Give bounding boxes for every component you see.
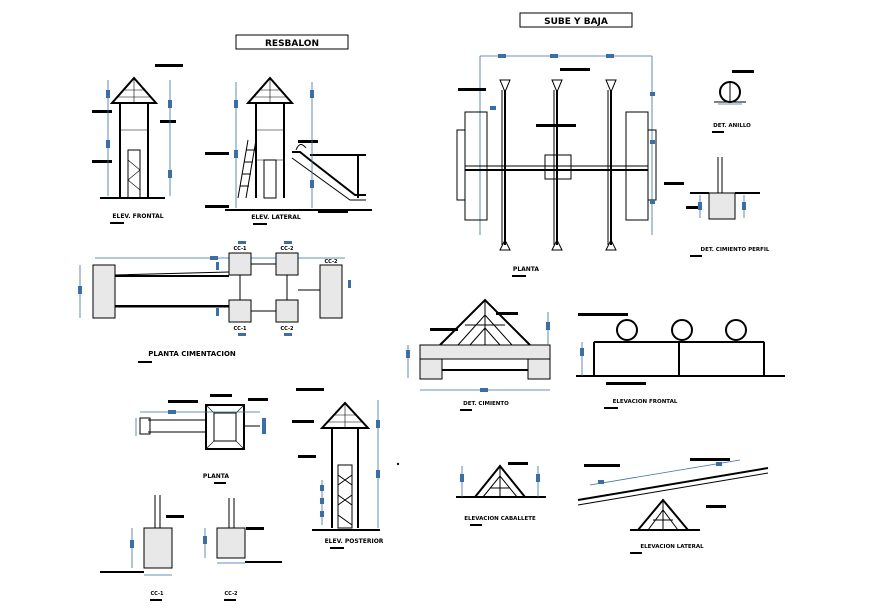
label-elev-posterior: ELEV. POSTERIOR [325, 538, 384, 545]
label-planta-seesaw: PLANTA [513, 266, 540, 273]
label-planta-cimentacion: PLANTA CIMENTACION [148, 350, 236, 358]
footing-cc1: CC-1 [100, 495, 184, 601]
det-cimiento: DET. CIMIENTO [406, 298, 551, 411]
det-anillo: DET. ANILLO [712, 70, 754, 133]
label-elev-frontal: ELEV. FRONTAL [112, 213, 163, 220]
slide-elev-posterior: ELEV. POSTERIOR [292, 388, 384, 549]
foot-cc1-top: CC-1 [233, 246, 247, 252]
stray-dot [396, 462, 400, 466]
seesaw-elevacion-lateral: ELEVACION LATERAL [577, 458, 769, 554]
slide-elev-frontal: ELEV. FRONTAL [92, 64, 183, 224]
foot-cc1-bottom: CC-1 [233, 326, 247, 332]
label-cc1-detail: CC-1 [150, 591, 164, 597]
title-sube-y-baja-text: SUBE Y BAJA [544, 17, 608, 27]
label-planta-small: PLANTA [203, 473, 230, 480]
label-elevacion-caballete: ELEVACION CABALLETE [464, 516, 536, 522]
label-elevacion-frontal: ELEVACION FRONTAL [613, 399, 678, 405]
title-sube-y-baja: SUBE Y BAJA [519, 12, 633, 28]
planta-cimentacion: CC-1 CC-2 CC-1 CC-2 CC-2 PLANTA CIMENTAC… [78, 241, 351, 363]
slide-elev-lateral: ELEV. LATERAL [205, 76, 372, 225]
label-cc2-detail: CC-2 [224, 591, 238, 597]
label-det-cimiento-perfil: DET. CIMIENTO PERFIL [701, 247, 770, 253]
label-elevacion-lateral: ELEVACION LATERAL [640, 544, 704, 550]
label-elev-lateral: ELEV. LATERAL [251, 214, 301, 221]
det-cimiento-perfil: DET. CIMIENTO PERFIL [686, 157, 770, 257]
footing-cc2: CC-2 [203, 498, 282, 601]
foot-cc2-right: CC-2 [324, 259, 338, 265]
seesaw-elevacion-caballete: ELEVACION CABALLETE [456, 462, 546, 526]
title-resbalon: RESBALON [235, 34, 349, 50]
label-det-anillo: DET. ANILLO [713, 123, 751, 129]
seesaw-elevacion-frontal: ELEVACION FRONTAL [576, 313, 785, 409]
label-det-cimiento: DET. CIMIENTO [463, 401, 509, 407]
title-resbalon-text: RESBALON [265, 39, 319, 49]
foot-cc2-bottom: CC-2 [280, 326, 294, 332]
foot-cc2-top: CC-2 [280, 246, 294, 252]
slide-planta: PLANTA [135, 394, 268, 484]
seesaw-planta: PLANTA [456, 54, 684, 277]
